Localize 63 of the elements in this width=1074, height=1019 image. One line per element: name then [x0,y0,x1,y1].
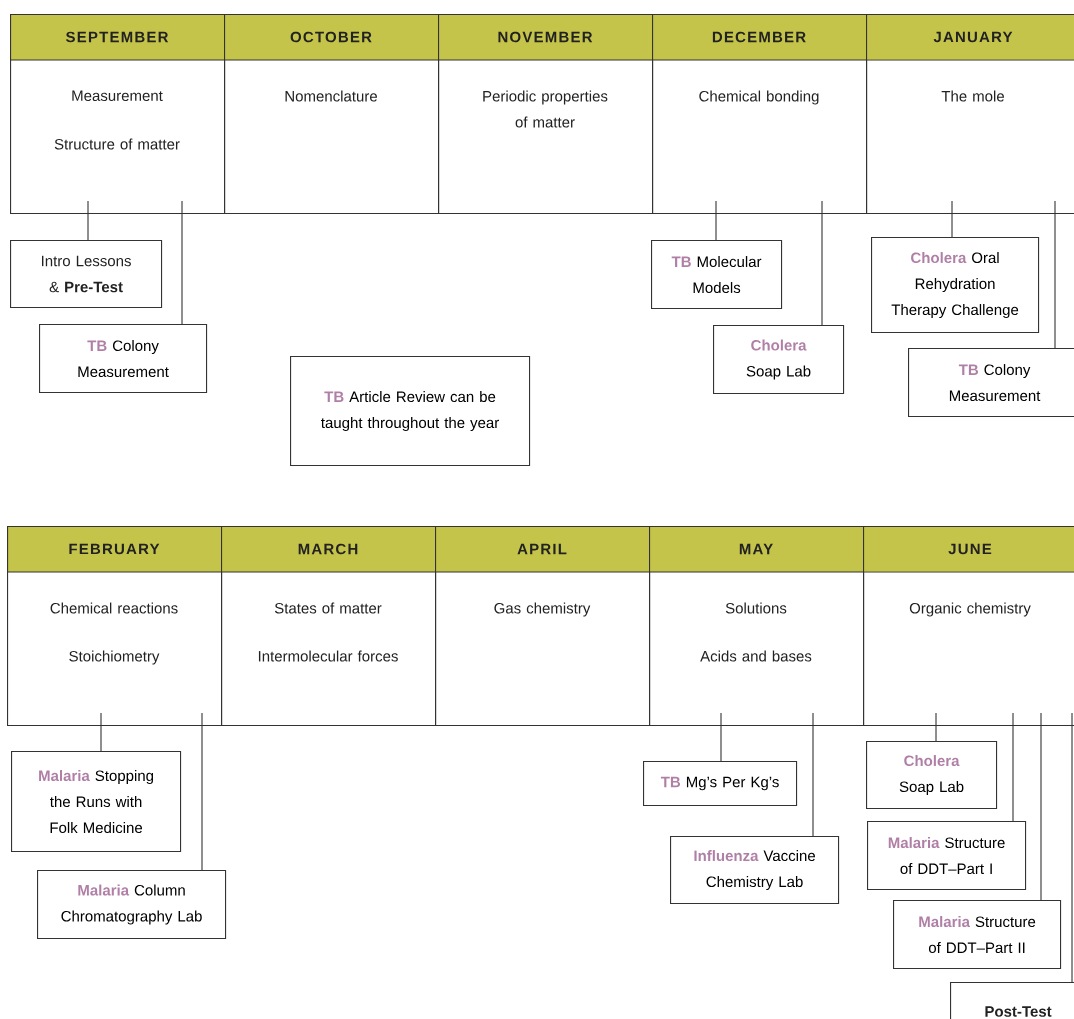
activity-box: Cholera Soap Lab [866,741,998,810]
activity-box: Intro Lessons & Pre-Test [10,240,163,309]
leader-line [715,200,717,241]
activity-box: TB Colony Measurement [39,324,208,394]
leader-line [201,712,203,871]
leader-line [935,712,937,742]
leader-line [1040,712,1042,901]
leader-line [821,200,823,326]
activity-box: TB Molecular Models [651,240,783,310]
activity-box: Post-Test [950,982,1074,1019]
month-column [9,14,226,215]
leader-line [951,200,953,238]
month-heading: APRIL [517,543,567,555]
activity-box: TB Mg’s Per Kg’s [643,761,798,807]
month-heading: NOVEMBER [498,31,593,43]
topic-text: Intermolecular forces [258,650,398,662]
activity-box: TB Article Review can be taught throughout the year [290,356,531,467]
month-column [434,526,651,727]
topic-text: Chemical bonding [699,90,819,105]
month-heading: SEPTEMBER [65,31,169,43]
topic-text: Stoichiometry [69,650,160,665]
topic-text: Chemical reactions [50,602,178,614]
topic-text: The mole [941,90,1004,102]
leader-line [1071,712,1073,983]
month-column [220,526,437,727]
leader-line [181,200,183,325]
month-column [648,526,865,727]
topic-text: Measurement [72,90,163,101]
topic-text: Nomenclature [285,90,377,102]
month-heading: DECEMBER [712,31,806,43]
month-column [223,14,440,215]
topic-text: Solutions [725,602,787,614]
activity-box: Malaria Stopping the Runs with Folk Medicine [11,751,182,853]
month-column [437,14,654,215]
month-heading: FEBRUARY [69,543,160,555]
topic-text: Gas chemistry [494,602,591,617]
activity-box: Malaria Structure of DDT–Part II [893,900,1062,970]
activity-box: TB Colony Measurement [908,348,1074,418]
leader-line [87,200,89,241]
activity-box: Cholera Oral Rehydration Therapy Challenge [871,237,1040,334]
month-column [865,14,1074,215]
leader-line [100,712,102,752]
month-column [6,526,223,727]
month-heading: MARCH [298,543,358,555]
leader-line [1012,712,1014,822]
activity-box: Cholera Soap Lab [713,325,845,395]
month-heading: JANUARY [933,31,1013,43]
topic-text: Organic chemistry [909,602,1031,617]
month-heading: OCTOBER [290,31,372,43]
topic-text: Structure of matter [54,138,180,150]
activity-box: Malaria Column Chromatography Lab [37,870,227,940]
leader-line [812,712,814,837]
topic-text: Acids and bases [700,650,812,662]
month-column [862,526,1074,727]
topic-text: States of matter [274,602,382,614]
leader-line [1054,200,1056,349]
month-heading: JUNE [948,543,992,555]
leader-line [720,712,722,762]
month-column [651,14,868,215]
activity-box: Influenza Vaccine Chemistry Lab [670,836,840,905]
activity-box: Malaria Structure of DDT–Part I [867,821,1027,891]
topic-text: Periodic properties of matter [483,90,608,128]
month-heading: MAY [739,543,773,555]
